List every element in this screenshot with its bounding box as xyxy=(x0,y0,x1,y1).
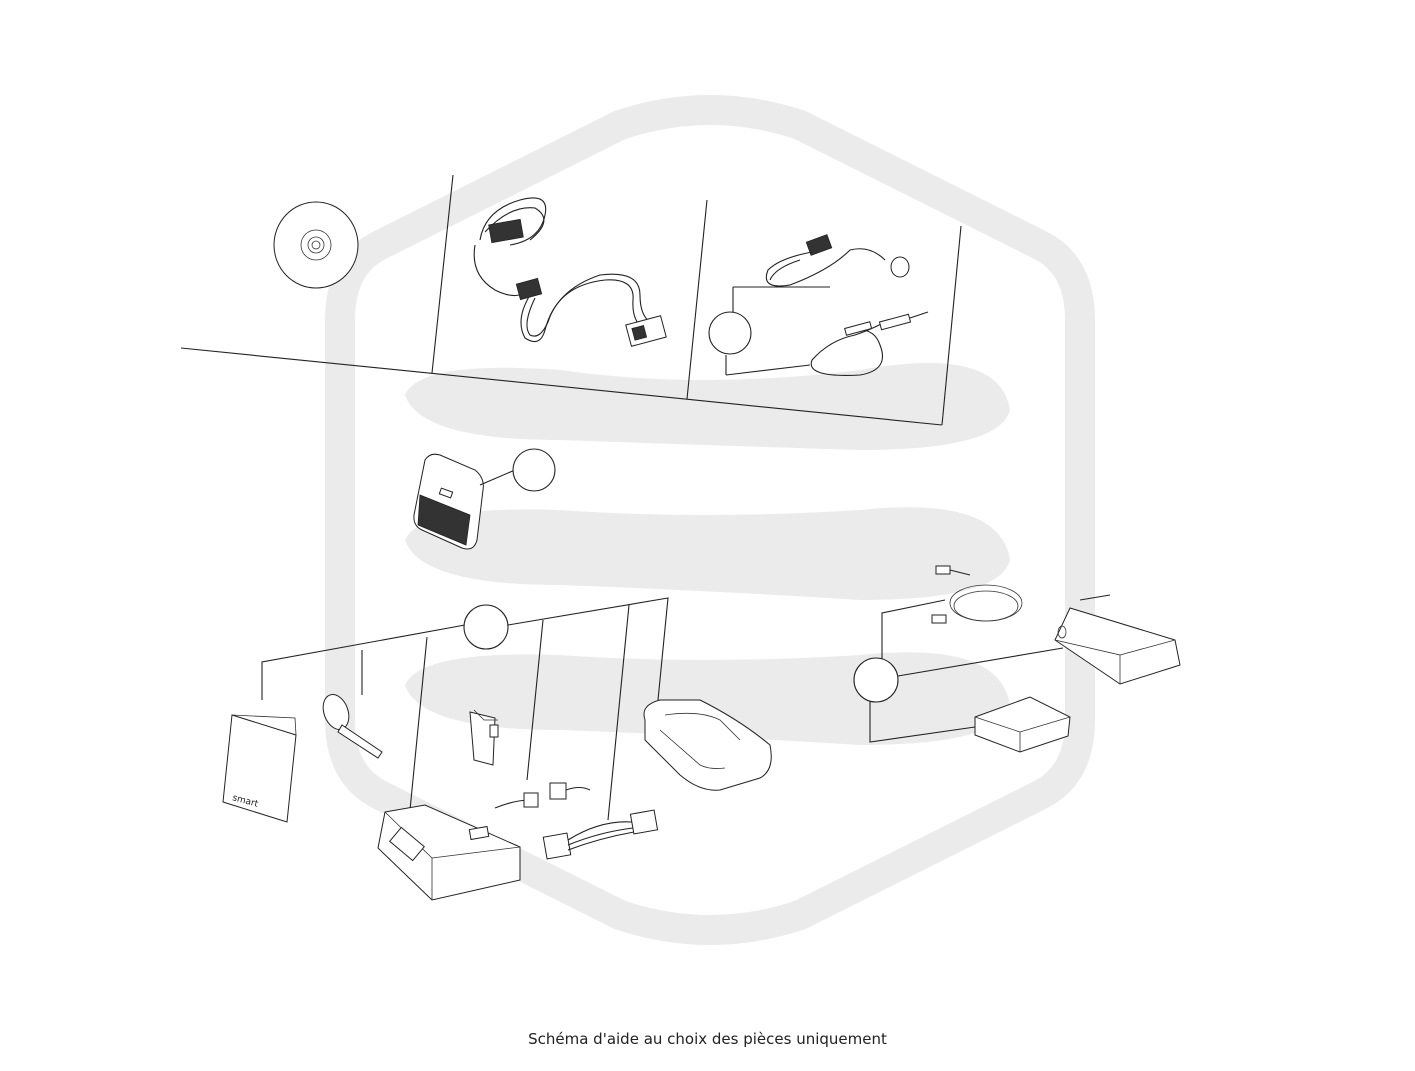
callout-bubble-radio-kit xyxy=(463,604,509,650)
console-tray-part xyxy=(643,699,772,791)
removal-key-part xyxy=(322,694,383,759)
mounting-bracket-part xyxy=(469,709,499,766)
radio-kit-tree xyxy=(261,597,669,821)
aux-cable-part xyxy=(725,234,929,376)
small-connectors-part xyxy=(494,782,591,809)
top-kit-dividers xyxy=(180,174,962,426)
navigation-device-part xyxy=(413,453,516,550)
right-kit-tree xyxy=(869,599,1064,743)
iso-adapter-harness-part xyxy=(542,809,659,860)
callout-bubble-right-kit xyxy=(853,657,899,703)
owner-manual-part: smart xyxy=(222,714,297,823)
callout-bubble-aux xyxy=(708,311,752,355)
diagram-caption: Schéma d'aide au choix des pièces unique… xyxy=(528,1030,887,1048)
wiring-harness-part xyxy=(473,197,667,347)
antenna-cable-part xyxy=(931,565,1023,624)
cd-disc-part xyxy=(273,201,359,289)
radio-head-unit-part xyxy=(377,804,521,901)
callout-bubble-device xyxy=(512,448,556,492)
multimedia-unit-part xyxy=(1054,594,1181,685)
amplifier-box-part xyxy=(974,696,1071,753)
